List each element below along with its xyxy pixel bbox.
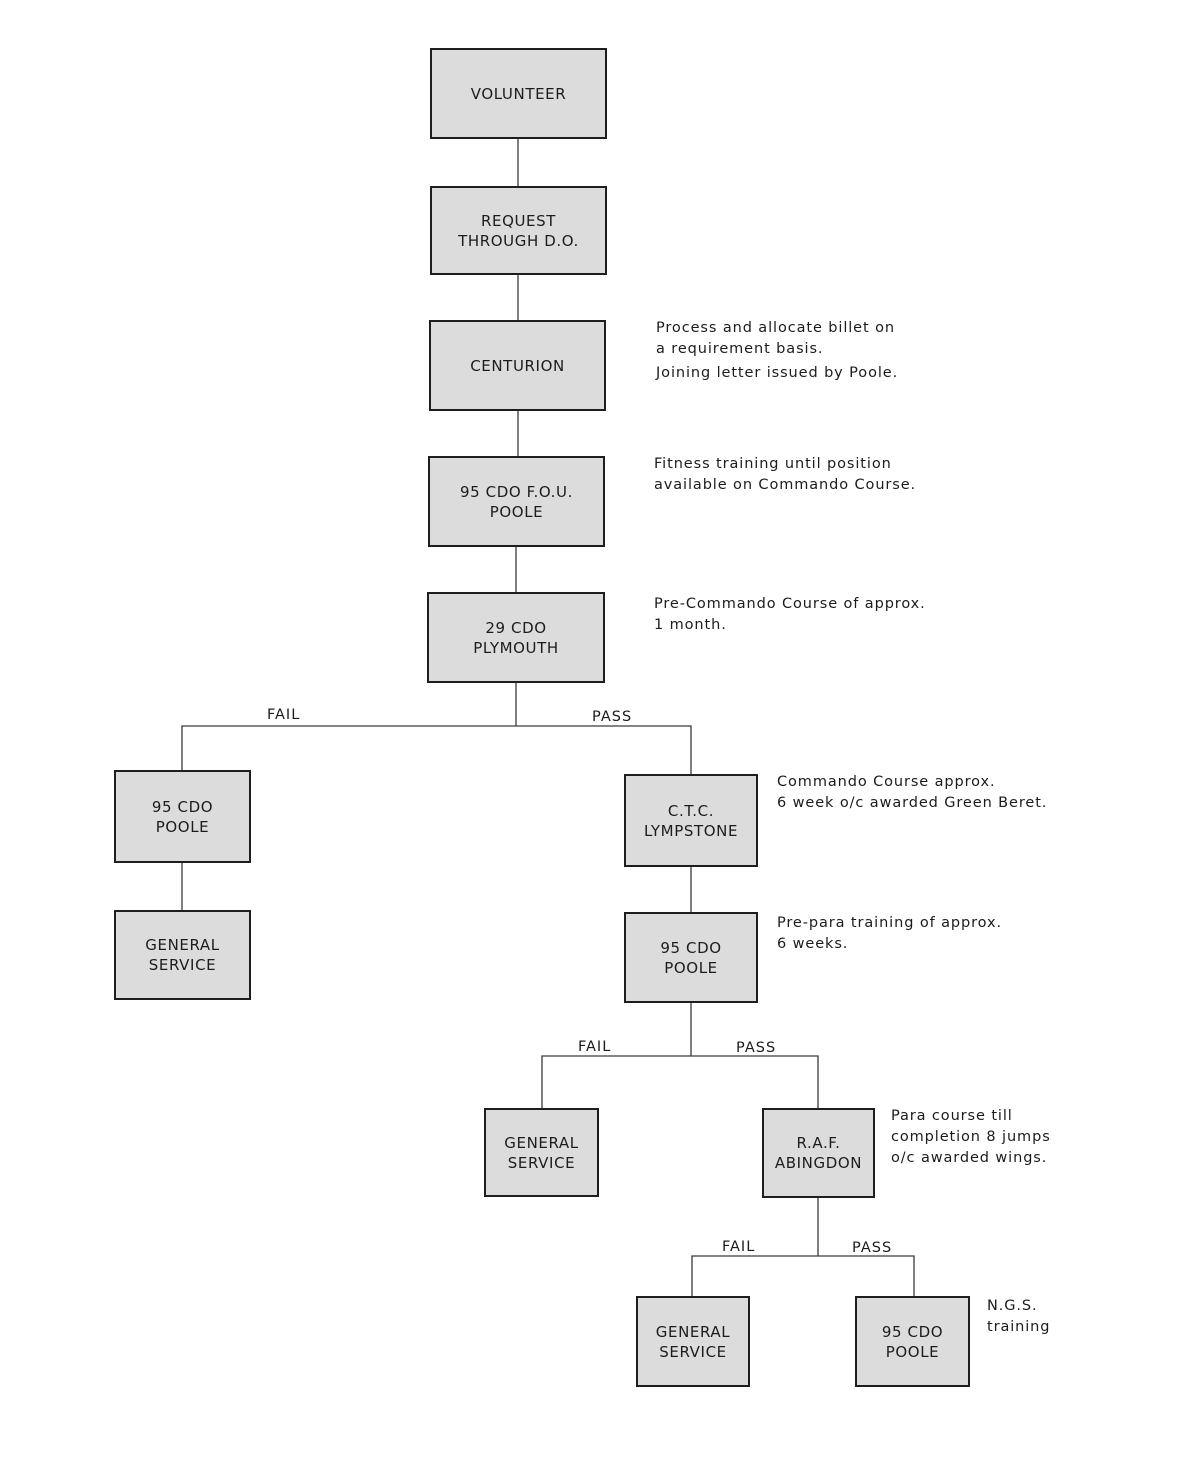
note-poole-final-line2: training	[987, 1319, 1051, 1335]
note-plymouth: Pre-Commando Course of approx. 1 month.	[654, 594, 926, 636]
node-request-line1: REQUEST	[480, 211, 557, 230]
node-plymouth-line2: PLYMOUTH	[473, 638, 559, 657]
node-general-service-3-line2: SERVICE	[659, 1342, 727, 1361]
node-plymouth: 29 CDO PLYMOUTH	[427, 592, 605, 683]
node-general-service-3-line1: GENERAL	[655, 1322, 731, 1341]
note-plymouth-line1: Pre-Commando Course of approx.	[654, 596, 926, 612]
node-general-service-2-line2: SERVICE	[507, 1153, 576, 1172]
node-volunteer-line1: VOLUNTEER	[470, 84, 567, 103]
note-raf-line2: completion 8 jumps	[891, 1129, 1051, 1145]
note-raf: Para course till completion 8 jumps o/c …	[891, 1106, 1051, 1169]
branch-pass-label-1: PASS	[592, 709, 633, 725]
note-ctc: Commando Course approx. 6 week o/c award…	[777, 772, 1047, 814]
note-raf-line1: Para course till	[891, 1108, 1013, 1124]
node-plymouth-line1: 29 CDO	[485, 618, 547, 637]
node-poole-prepara-line1: 95 CDO	[660, 938, 722, 957]
node-general-service-1-line2: SERVICE	[148, 956, 217, 974]
node-centurion-line1: CENTURION	[470, 356, 565, 375]
node-centurion: CENTURION	[429, 320, 606, 411]
note-plymouth-line2: 1 month.	[654, 617, 727, 633]
connector-raf-branches	[691, 1255, 915, 1296]
node-poole-final: 95 CDO POOLE	[855, 1296, 970, 1387]
node-request-line2: THROUGH D.O.	[458, 231, 579, 250]
note-fou-poole: Fitness training until position availabl…	[654, 454, 916, 496]
node-poole-prepara: 95 CDO POOLE	[624, 912, 758, 1003]
node-poole-prepara-line2: POOLE	[664, 958, 718, 977]
branch-pass-label-2: PASS	[736, 1040, 777, 1056]
note-poole-final-line1: N.G.S.	[987, 1298, 1038, 1314]
node-general-service-3: GENERAL SERVICE	[636, 1296, 750, 1387]
note-raf-line3: o/c awarded wings.	[891, 1150, 1048, 1166]
node-poole-fail1-line1: 95 CDO	[151, 797, 214, 816]
branch-fail-label-1: FAIL	[267, 707, 301, 723]
node-raf-line1: R.A.F.	[796, 1134, 841, 1152]
node-ctc: C.T.C. LYMPSTONE	[624, 774, 758, 867]
node-general-service-2: GENERAL SERVICE	[484, 1108, 599, 1197]
node-ctc-line2: LYMPSTONE	[643, 821, 739, 840]
node-general-service-2-line1: GENERAL	[504, 1133, 579, 1152]
branch-pass-label-3: PASS	[852, 1240, 893, 1256]
note-fou-poole-line1: Fitness training until position	[654, 456, 892, 472]
node-general-service-1-line1: GENERAL	[145, 936, 220, 954]
note-poole-final: N.G.S. training	[987, 1296, 1050, 1338]
node-poole-fail1: 95 CDO POOLE	[114, 770, 251, 863]
note-centurion-line1: Process and allocate billet on	[656, 320, 895, 336]
note-centurion-line2: a requirement basis.	[656, 341, 824, 357]
node-raf: R.A.F. ABINGDON	[762, 1108, 875, 1198]
note-centurion: Process and allocate billet on a require…	[656, 318, 898, 384]
node-poole-final-line2: POOLE	[885, 1342, 940, 1361]
note-poole-prepara-line2: 6 weeks.	[777, 936, 849, 952]
node-fou-poole-line2: POOLE	[489, 502, 544, 521]
node-volunteer: VOLUNTEER	[430, 48, 607, 139]
branch-fail-label-2: FAIL	[578, 1039, 612, 1055]
node-request: REQUEST THROUGH D.O.	[430, 186, 607, 275]
node-fou-poole-line1: 95 CDO F.O.U.	[460, 482, 573, 501]
note-fou-poole-line2: available on Commando Course.	[654, 477, 917, 493]
connector-plymouth-branches	[181, 725, 692, 774]
node-ctc-line1: C.T.C.	[667, 801, 715, 820]
note-ctc-line2: 6 week o/c awarded Green Beret.	[777, 795, 1048, 811]
branch-fail-label-3: FAIL	[722, 1239, 756, 1255]
node-general-service-1: GENERAL SERVICE	[114, 910, 251, 1000]
node-poole-final-line1: 95 CDO	[881, 1322, 944, 1341]
node-fou-poole: 95 CDO F.O.U. POOLE	[428, 456, 605, 547]
node-poole-fail1-line2: POOLE	[155, 817, 210, 836]
node-raf-line2: ABINGDON	[774, 1154, 863, 1172]
connector-prepara-branches	[541, 1055, 819, 1108]
note-poole-prepara: Pre-para training of approx. 6 weeks.	[777, 913, 1002, 955]
note-ctc-line1: Commando Course approx.	[777, 774, 996, 790]
note-poole-prepara-line1: Pre-para training of approx.	[777, 915, 1002, 931]
note-centurion-line3: Joining letter issued by Poole.	[656, 365, 899, 381]
